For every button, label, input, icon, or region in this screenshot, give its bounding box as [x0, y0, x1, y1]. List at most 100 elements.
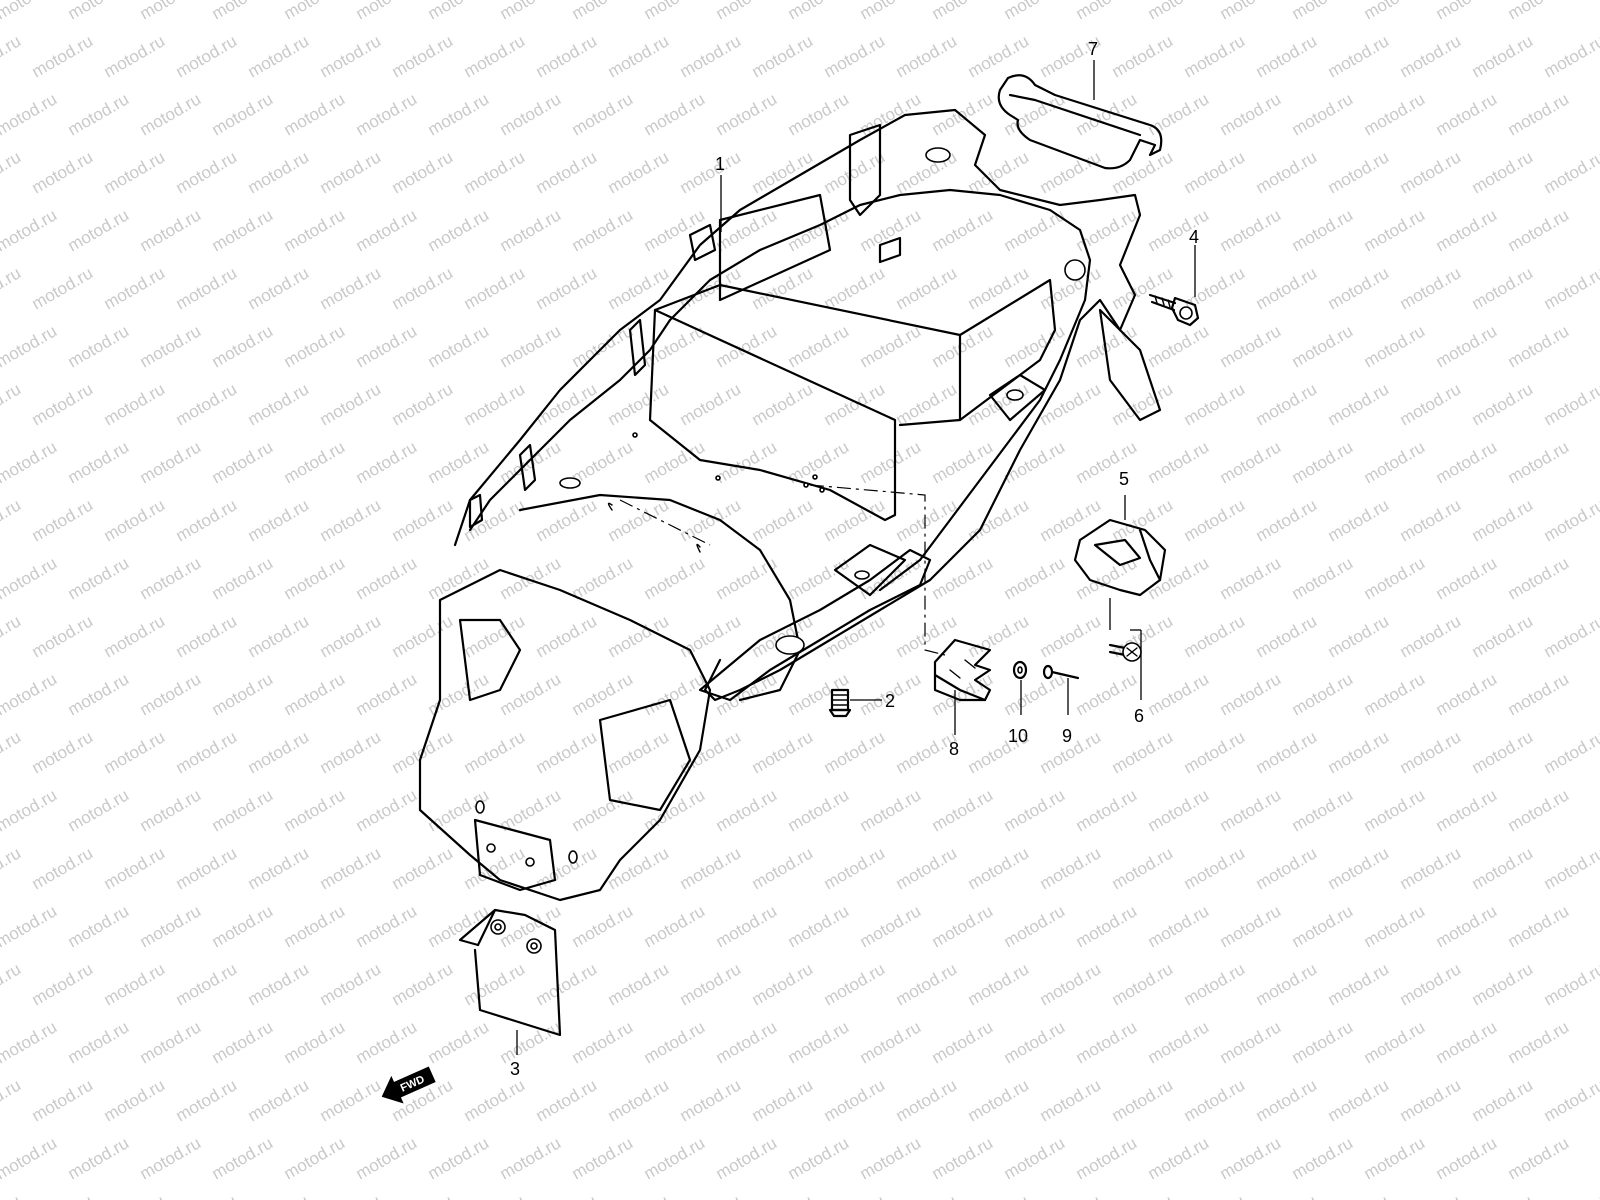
- watermark-text: motod.ru: [1325, 495, 1393, 545]
- watermark-text: motod.ru: [461, 263, 529, 313]
- watermark-text: motod.ru: [1325, 611, 1393, 661]
- watermark-text: motod.ru: [1433, 0, 1501, 23]
- watermark-text: motod.ru: [137, 553, 205, 603]
- watermark-text: motod.ru: [353, 785, 421, 835]
- watermark-text: motod.ru: [1397, 147, 1465, 197]
- watermark-text: motod.ru: [1109, 959, 1177, 1009]
- watermark-text: motod.ru: [1433, 785, 1501, 835]
- watermark-text: motod.ru: [389, 843, 457, 893]
- watermark-text: motod.ru: [1217, 901, 1285, 951]
- watermark-text: motod.ru: [29, 495, 97, 545]
- watermark-text: motod.ru: [317, 843, 385, 893]
- watermark-text: motod.ru: [317, 611, 385, 661]
- watermark-text: motod.ru: [425, 0, 493, 23]
- watermark-text: motod.ru: [1397, 263, 1465, 313]
- watermark-text: motod.ru: [0, 205, 60, 255]
- watermark-text: motod.ru: [1397, 959, 1465, 1009]
- watermark-text: motod.ru: [281, 1133, 349, 1183]
- watermark-text: motod.ru: [1541, 1191, 1600, 1200]
- watermark-text: motod.ru: [533, 611, 601, 661]
- watermark-text: motod.ru: [173, 611, 241, 661]
- watermark-text: motod.ru: [101, 31, 169, 81]
- watermark-text: motod.ru: [1217, 0, 1285, 23]
- watermark-text: motod.ru: [641, 437, 709, 487]
- callout-labels: 1 2 3 4 5 6 7 8 9 10: [510, 39, 1199, 1079]
- watermark-text: motod.ru: [461, 1191, 529, 1200]
- watermark-text: motod.ru: [569, 785, 637, 835]
- watermark-text: motod.ru: [0, 611, 24, 661]
- watermark-text: motod.ru: [1541, 1075, 1600, 1125]
- watermark-text: motod.ru: [1289, 321, 1357, 371]
- part-8-bracket[interactable]: [933, 638, 992, 702]
- callout-3: 3: [510, 1059, 520, 1079]
- watermark-text: motod.ru: [425, 89, 493, 139]
- watermark-text: motod.ru: [1541, 263, 1600, 313]
- watermark-text: motod.ru: [713, 321, 781, 371]
- watermark-text: motod.ru: [677, 843, 745, 893]
- watermark-text: motod.ru: [0, 901, 60, 951]
- watermark-text: motod.ru: [1001, 1133, 1069, 1183]
- watermark-text: motod.ru: [785, 785, 853, 835]
- watermark-text: motod.ru: [1001, 0, 1069, 23]
- watermark-text: motod.ru: [1181, 1075, 1249, 1125]
- watermark-text: motod.ru: [1253, 1191, 1321, 1200]
- watermark-text: motod.ru: [1037, 843, 1105, 893]
- part-5-cushion[interactable]: [1073, 518, 1167, 597]
- watermark-text: motod.ru: [1289, 1017, 1357, 1067]
- part-10-washer[interactable]: [1012, 660, 1028, 680]
- watermark-text: motod.ru: [245, 727, 313, 777]
- watermark-text: motod.ru: [569, 205, 637, 255]
- watermark-text: motod.ru: [425, 901, 493, 951]
- watermark-text: motod.ru: [857, 1017, 925, 1067]
- part-3-plate-bracket[interactable]: [458, 908, 562, 1037]
- watermark-text: motod.ru: [1541, 495, 1600, 545]
- watermark-text: motod.ru: [0, 1133, 60, 1183]
- watermark-text: motod.ru: [497, 321, 565, 371]
- watermark-text: motod.ru: [281, 205, 349, 255]
- callout-9: 9: [1062, 726, 1072, 746]
- watermark-text: motod.ru: [425, 669, 493, 719]
- part-4-bolt[interactable]: [1148, 293, 1200, 327]
- watermark-text: motod.ru: [353, 321, 421, 371]
- watermark-text: motod.ru: [1505, 321, 1573, 371]
- watermark-text: motod.ru: [0, 31, 24, 81]
- watermark-text: motod.ru: [821, 379, 889, 429]
- watermark-text: motod.ru: [965, 1075, 1033, 1125]
- watermark-text: motod.ru: [1037, 611, 1105, 661]
- watermark-text: motod.ru: [101, 1075, 169, 1125]
- watermark-text: motod.ru: [389, 1191, 457, 1200]
- callout-leaders: [516, 60, 1196, 1055]
- watermark-text: motod.ru: [1073, 205, 1141, 255]
- callout-10: 10: [1008, 726, 1028, 746]
- watermark-text: motod.ru: [965, 147, 1033, 197]
- watermark-text: motod.ru: [1361, 89, 1429, 139]
- watermark-text: motod.ru: [353, 1017, 421, 1067]
- watermark-text: motod.ru: [1145, 437, 1213, 487]
- watermark-text: motod.ru: [1433, 1133, 1501, 1183]
- watermark-text: motod.ru: [749, 1191, 817, 1200]
- watermark-text: motod.ru: [929, 1017, 997, 1067]
- watermark-text: motod.ru: [605, 31, 673, 81]
- watermark-text: motod.ru: [1001, 437, 1069, 487]
- watermark-text: motod.ru: [173, 727, 241, 777]
- watermark-text: motod.ru: [1289, 437, 1357, 487]
- watermark-text: motod.ru: [713, 785, 781, 835]
- watermark-text: motod.ru: [1433, 669, 1501, 719]
- watermark-text: motod.ru: [389, 959, 457, 1009]
- watermark-text: motod.ru: [425, 205, 493, 255]
- watermark-text: motod.ru: [1217, 553, 1285, 603]
- watermark-text: motod.ru: [389, 495, 457, 545]
- part-6-screw[interactable]: [1108, 642, 1142, 662]
- watermark-text: motod.ru: [317, 727, 385, 777]
- watermark-text: motod.ru: [29, 263, 97, 313]
- watermark-text: motod.ru: [1145, 321, 1213, 371]
- part-9-rivet[interactable]: [1042, 664, 1080, 680]
- watermark-text: motod.ru: [893, 1075, 961, 1125]
- watermark-text: motod.ru: [389, 147, 457, 197]
- watermark-text: motod.ru: [281, 785, 349, 835]
- watermark-text: motod.ru: [641, 1017, 709, 1067]
- part-1-rear-fender[interactable]: [418, 108, 1162, 902]
- part-7-grab-handle[interactable]: [997, 74, 1163, 170]
- watermark-text: motod.ru: [0, 0, 60, 23]
- part-2-screw[interactable]: [828, 688, 852, 718]
